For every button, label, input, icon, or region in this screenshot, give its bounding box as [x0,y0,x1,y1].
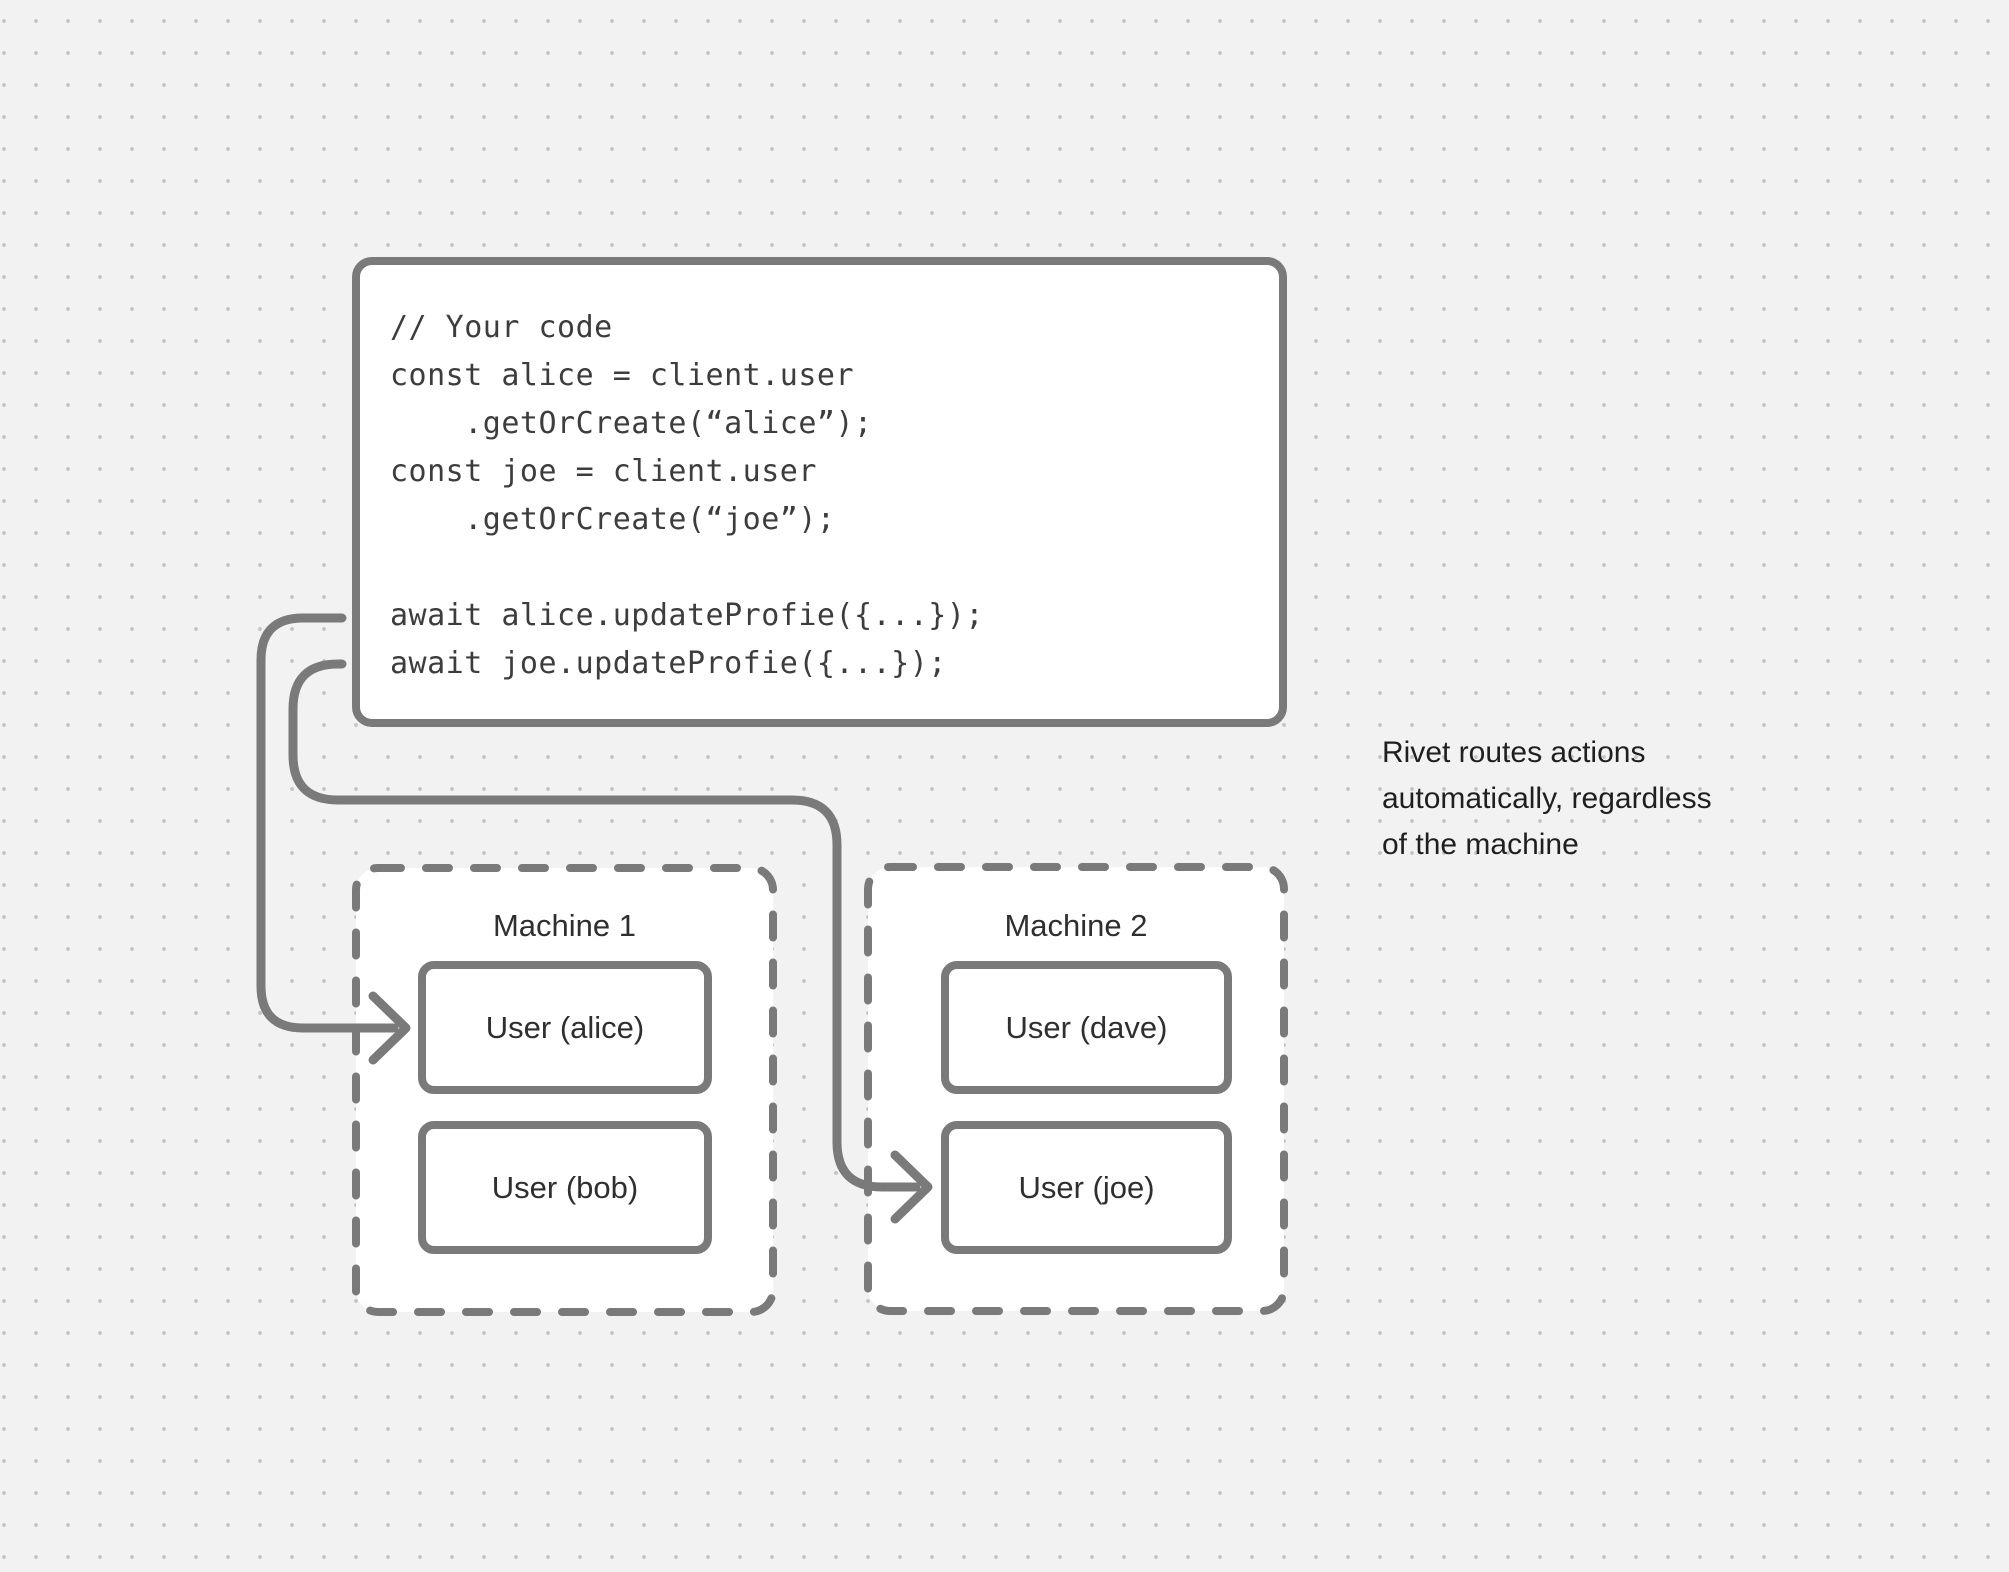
code-line: .getOrCreate(“alice”); [390,406,873,441]
user-bob-box: User (bob) [418,1121,712,1254]
annotation-line: of the machine [1382,828,1579,861]
annotation-line: automatically, regardless [1382,782,1712,815]
code-line: await alice.updateProfie({...}); [390,598,984,633]
code-line: // Your code [390,310,613,345]
code-line: const joe = client.user [390,454,817,489]
arrow-route-joe [288,659,921,1192]
machine-2-title: Machine 2 [1004,908,1148,943]
user-alice-box: User (alice) [418,961,712,1094]
code-line [390,544,1255,592]
annotation-line: Rivet routes actions [1382,736,1646,769]
machine-1-title: Machine 1 [492,908,637,943]
arrowhead-joe-icon [890,1150,933,1224]
user-joe-box: User (joe) [941,1121,1232,1254]
code-line: .getOrCreate(“joe”); [390,502,836,537]
code-line: const alice = client.user [390,358,855,393]
user-dave-box: User (dave) [941,961,1232,1094]
arrowhead-alice-icon [368,991,411,1065]
arrow-route-alice [256,613,399,1033]
code-block: // Your code const alice = client.user .… [352,257,1287,727]
code-line: await joe.updateProfie({...}); [390,646,947,681]
annotation-text: Rivet routes actions automatically, rega… [1382,730,1712,868]
